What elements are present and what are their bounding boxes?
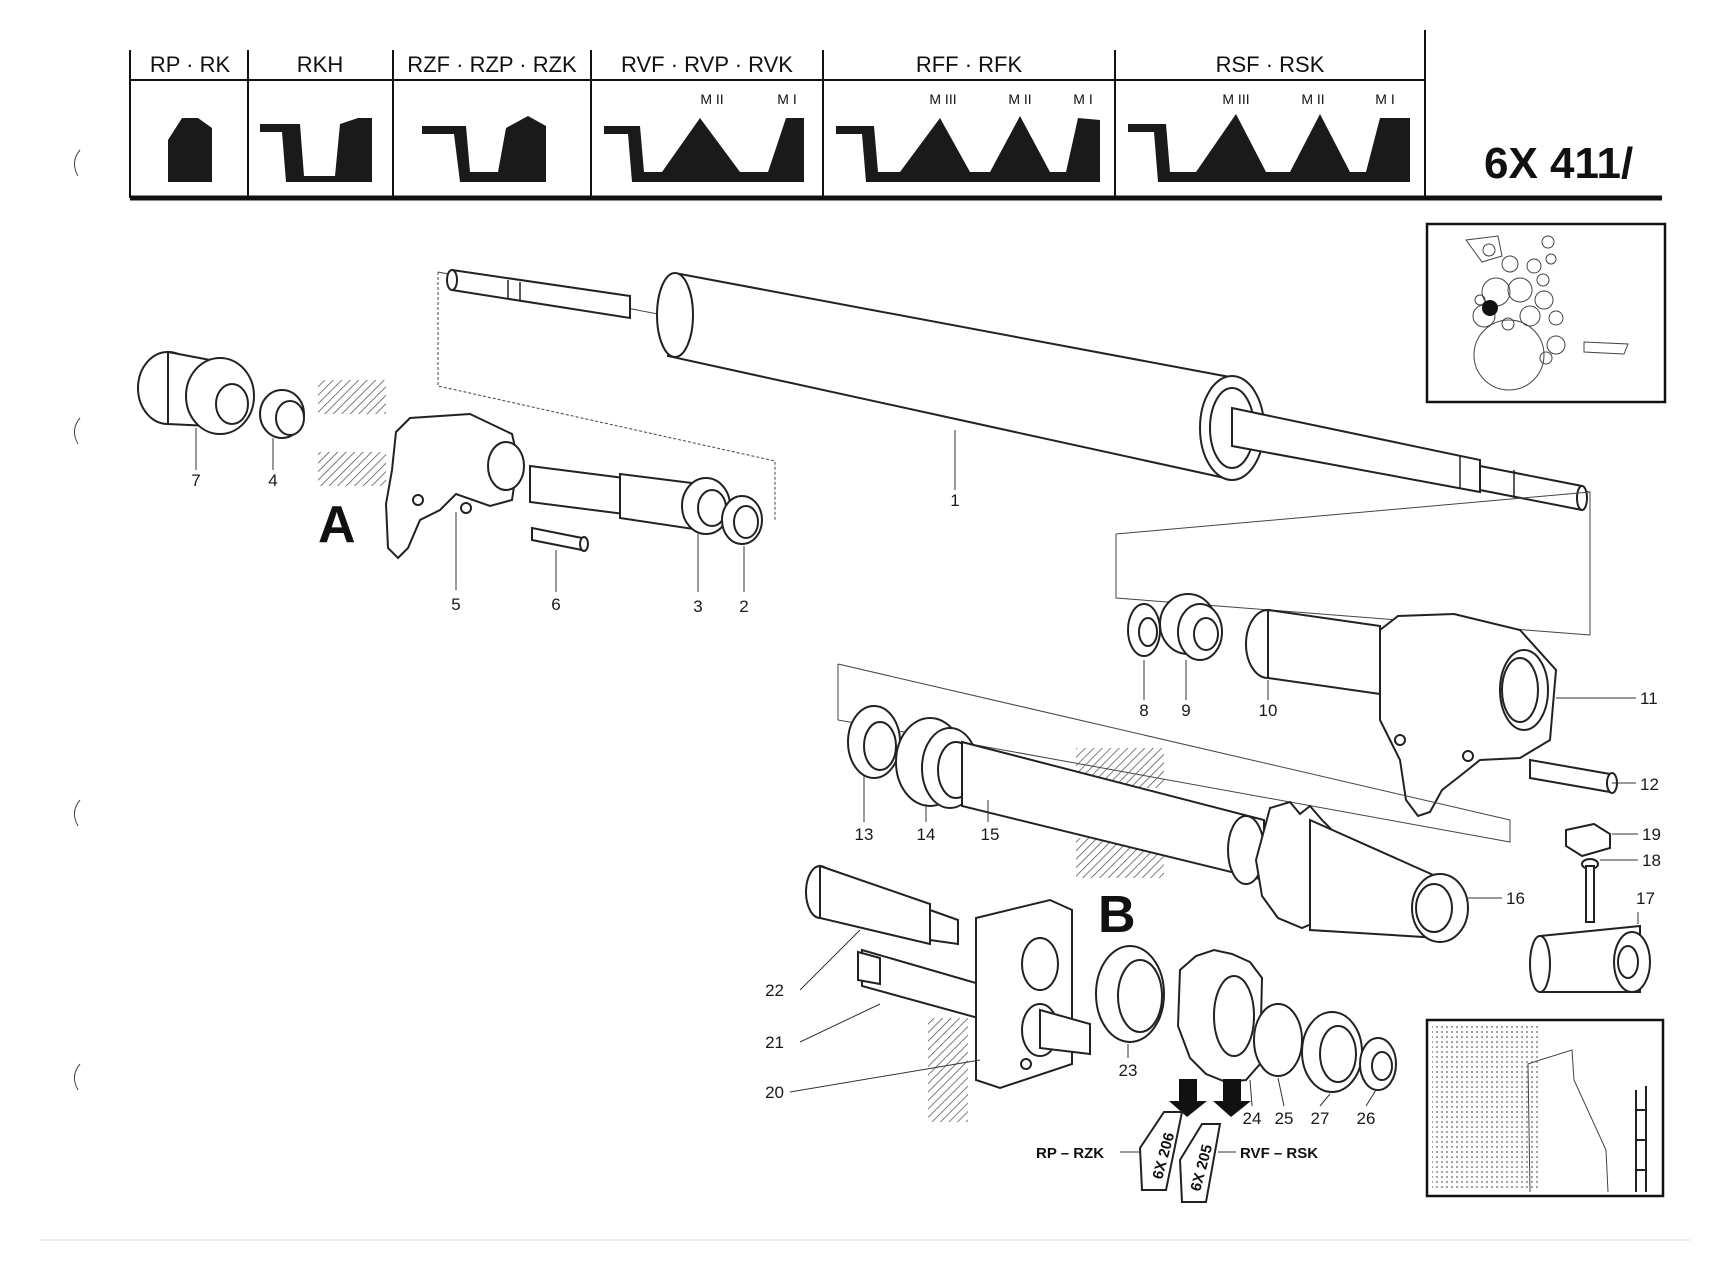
part-number: 7 [191, 471, 200, 490]
part-number: 5 [451, 595, 460, 614]
part-number-labels: 1 2 3 4 5 6 7 8 9 10 11 12 13 14 15 16 1… [191, 471, 1661, 1128]
binder-marks [74, 149, 81, 1091]
module-mark: M III [1222, 91, 1249, 107]
roller-shaft [437, 268, 1591, 635]
assembly-a [137, 350, 763, 592]
module-mark: M II [1008, 91, 1031, 107]
profile-rzf [422, 116, 546, 182]
gear-shaft-group [837, 663, 1511, 943]
part-number: 23 [1119, 1061, 1138, 1080]
part-number: 20 [765, 1083, 784, 1102]
model-header-table: RP · RK RKH RZF · RZP · RZK RVF · RVP · … [129, 30, 1662, 201]
document-code: 6X 411/ [1484, 139, 1633, 188]
overview-inset [1425, 222, 1667, 404]
part-number: 16 [1506, 889, 1525, 908]
profile-rp-rk [168, 118, 212, 182]
part-number: 4 [268, 471, 277, 490]
assembly-letter-a: A [318, 496, 356, 554]
profile-rvf [604, 118, 804, 182]
part-number: 12 [1640, 775, 1659, 794]
column-label: RSF · RSK [1216, 52, 1325, 77]
part-number: 11 [1640, 689, 1658, 708]
part-number: 2 [739, 597, 748, 616]
module-mark: M I [1375, 91, 1394, 107]
adjuster-parts [1529, 822, 1651, 993]
part-number: 9 [1181, 701, 1190, 720]
module-mark: M I [1073, 91, 1092, 107]
part-number: 8 [1139, 701, 1148, 720]
column-label: RFF · RFK [916, 52, 1023, 77]
column-label: RKH [297, 52, 343, 77]
module-mark: M III [929, 91, 956, 107]
part-number: 26 [1357, 1109, 1376, 1128]
assembly-letter-b: B [1098, 886, 1136, 944]
part-number: 24 [1243, 1109, 1262, 1128]
profile-rff [836, 116, 1100, 182]
part-number: 22 [765, 981, 784, 1000]
part-number: 15 [981, 825, 1000, 844]
module-mark: M I [777, 91, 796, 107]
ref-label-left: RP – RZK [1036, 1145, 1104, 1162]
column-label: RVF · RVP · RVK [621, 52, 793, 77]
profile-rsf [1128, 114, 1410, 182]
part-number: 21 [765, 1033, 784, 1052]
part-number: 6 [551, 595, 560, 614]
column-label: RZF · RZP · RZK [407, 52, 577, 77]
part-number: 27 [1311, 1109, 1330, 1128]
column-label: RP · RK [150, 52, 231, 77]
profile-rkh [260, 118, 372, 182]
assembly-right-bracket [1115, 491, 1636, 818]
part-number: 10 [1259, 701, 1278, 720]
part-number: 19 [1642, 825, 1661, 844]
guard-detail-inset [1425, 1018, 1665, 1198]
part-number: 1 [950, 491, 959, 510]
part-number: 13 [855, 825, 874, 844]
ref-label-right: RVF – RSK [1240, 1145, 1318, 1162]
part-number: 14 [917, 825, 936, 844]
part-number: 18 [1642, 851, 1661, 870]
part-number: 25 [1275, 1109, 1294, 1128]
module-mark: M II [700, 91, 723, 107]
part-number: 3 [693, 597, 702, 616]
module-mark: M II [1301, 91, 1324, 107]
part-number: 17 [1636, 889, 1655, 908]
